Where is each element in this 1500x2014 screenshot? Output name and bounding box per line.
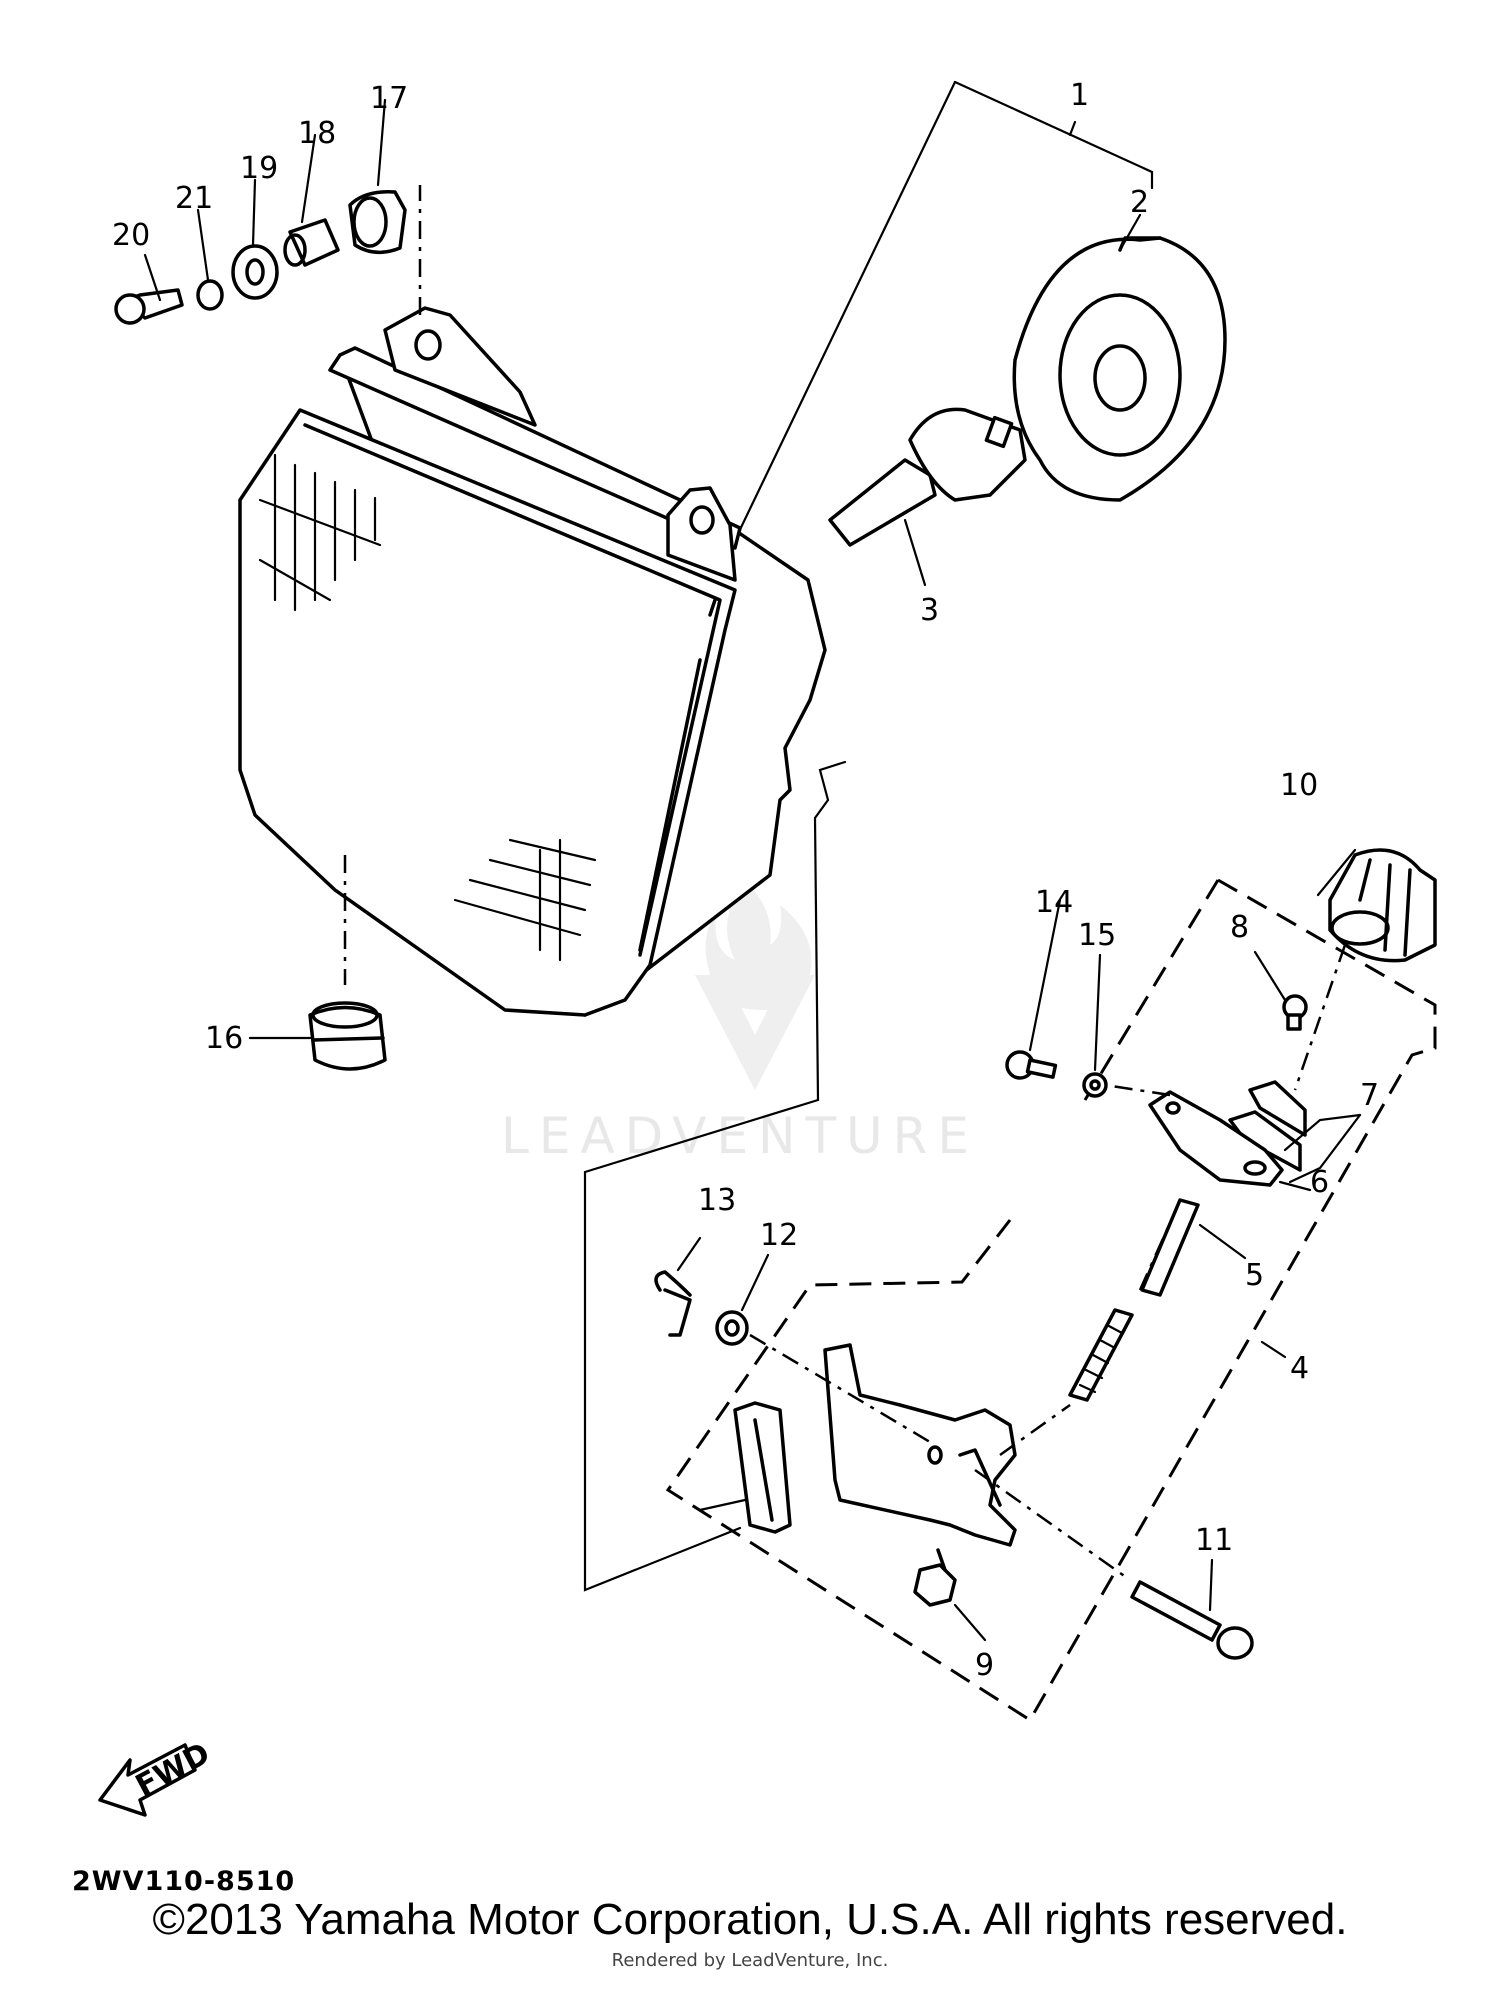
callout-4: 4	[1290, 1351, 1309, 1386]
assembly-bracket-1	[733, 80, 1154, 542]
adjuster-plate-6	[1148, 1090, 1284, 1187]
callout-8: 8	[1230, 910, 1249, 945]
bolt-9	[913, 1548, 957, 1607]
callout-6: 6	[1310, 1165, 1329, 1200]
assembly-bracket-4	[665, 878, 1437, 1723]
headlight-bulb	[828, 407, 1027, 547]
callout-3: 3	[920, 593, 939, 628]
bulb-cover	[1012, 236, 1227, 502]
callout-15: 15	[1078, 918, 1116, 953]
grommet-16	[308, 1001, 387, 1071]
screw-14	[1005, 1050, 1058, 1080]
callout-5: 5	[1245, 1258, 1264, 1293]
leader-lines	[143, 98, 1362, 1642]
callout-1: 1	[1070, 78, 1089, 113]
nut-12	[715, 1310, 749, 1346]
callout-20: 20	[112, 218, 150, 253]
callout-21: 21	[175, 181, 213, 216]
callout-labels: 1 2 3 4 5 6 7 8 9 10 11 12 13 14 15 16 1…	[112, 78, 1379, 1683]
callout-17: 17	[370, 81, 408, 116]
rubber-pad	[733, 1401, 792, 1534]
forward-arrow-label: FWD	[130, 1736, 216, 1804]
callout-7: 7	[1360, 1078, 1379, 1113]
adjuster-rod-5	[1068, 1198, 1200, 1402]
bolt-11	[1130, 1580, 1254, 1660]
diagram-code: 2WV110-8510	[72, 1866, 295, 1897]
headlight-unit	[238, 185, 827, 1017]
callout-19: 19	[240, 151, 278, 186]
callout-12: 12	[760, 1218, 798, 1253]
forward-arrow-icon: FWD	[98, 1736, 216, 1817]
nut-15	[1082, 1072, 1108, 1098]
watermark-text: LEADVENTURE	[501, 1107, 979, 1165]
callout-2: 2	[1130, 185, 1149, 220]
callout-10: 10	[1280, 768, 1318, 803]
assembly-outline	[583, 760, 847, 1592]
callout-11: 11	[1195, 1523, 1233, 1558]
callout-16: 16	[205, 1021, 243, 1056]
mounting-bracket	[823, 1343, 1017, 1547]
callout-14: 14	[1035, 885, 1073, 920]
callout-9: 9	[975, 1648, 994, 1683]
callout-18: 18	[298, 116, 336, 151]
watermark: LEADVENTURE	[501, 880, 979, 1165]
mount-hardware-set	[114, 190, 407, 325]
copyright-notice: ©2013 Yamaha Motor Corporation, U.S.A. A…	[152, 1895, 1348, 1944]
screw-8	[1282, 994, 1308, 1031]
callout-13: 13	[698, 1183, 736, 1218]
adjuster-knob	[1328, 848, 1437, 963]
rendered-by-credit: Rendered by LeadVenture, Inc.	[611, 1950, 889, 1971]
clip-13	[654, 1270, 692, 1337]
